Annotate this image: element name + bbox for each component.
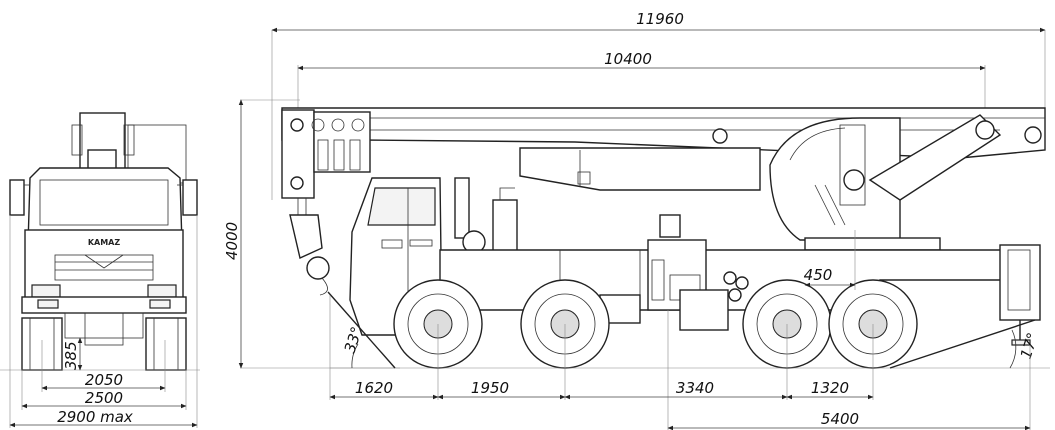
side-view: 33° 17° <box>240 30 1050 430</box>
brand-badge: KAMAZ <box>88 238 121 247</box>
dim-overall-length: 11960 <box>636 10 684 28</box>
dim-wheelbase-3-4: 1320 <box>811 379 849 397</box>
front-view: KAMAZ 385 2050 <box>0 112 200 428</box>
dim-width: 2500 <box>85 389 123 407</box>
turntable <box>769 114 1042 251</box>
dim-boom-length: 10400 <box>604 50 652 68</box>
dim-height: 4000 <box>223 222 241 260</box>
dim-outrigger-offset: 450 <box>804 266 833 284</box>
dim-wheelbase-1-2: 1950 <box>471 379 509 397</box>
dim-track-width: 2050 <box>85 371 123 389</box>
dim-wheelbase-2-3: 3340 <box>676 379 714 397</box>
dim-ground-clearance: 385 <box>62 341 80 370</box>
boom-head <box>281 109 371 296</box>
side-dimensions: 11960 10400 4000 450 1620 1950 3340 1320… <box>223 10 1046 430</box>
dim-outrigger-base: 5400 <box>821 410 859 428</box>
approach-angle: 33° <box>341 324 366 355</box>
dim-front-overhang: 1620 <box>355 379 393 397</box>
dim-max-width: 2900 max <box>57 408 133 426</box>
